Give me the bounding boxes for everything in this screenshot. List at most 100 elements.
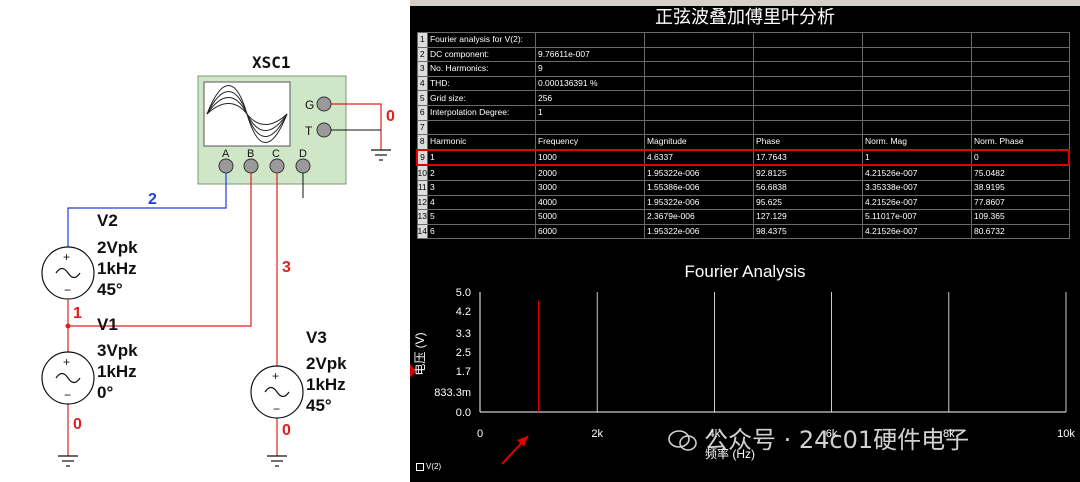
table-cell[interactable]: 4.6337 [643, 148, 754, 167]
table-cell[interactable]: 0.000136391 % [534, 75, 645, 92]
table-cell[interactable]: 127.129 [752, 209, 863, 225]
table-cell[interactable] [752, 75, 863, 92]
table-cell[interactable]: 4 [426, 194, 536, 211]
table-cell[interactable]: 77.8607 [970, 194, 1070, 211]
table-cell[interactable] [970, 119, 1070, 136]
source-v2[interactable]: + − [41, 246, 95, 300]
table-cell[interactable]: 9 [534, 61, 645, 77]
table-cell[interactable]: 5 [426, 209, 536, 225]
table-cell[interactable] [752, 46, 863, 63]
table-cell[interactable] [752, 90, 863, 106]
table-cell[interactable] [861, 46, 972, 63]
table-cell[interactable]: 5000 [534, 209, 645, 225]
table-cell[interactable]: 92.8125 [752, 164, 863, 181]
table-cell[interactable] [752, 119, 863, 136]
cursor-marker-icon[interactable] [410, 364, 416, 378]
table-cell[interactable]: 4.21526e-007 [861, 194, 972, 211]
table-cell[interactable]: 1 [534, 104, 645, 121]
row-number[interactable]: 8 [416, 134, 428, 151]
table-cell[interactable] [643, 119, 754, 136]
row-number[interactable]: 5 [416, 90, 428, 106]
table-cell[interactable] [752, 32, 863, 48]
terminal-a[interactable] [218, 158, 234, 174]
terminal-b[interactable] [243, 158, 259, 174]
table-cell[interactable]: 2000 [534, 164, 645, 181]
table-cell[interactable]: No. Harmonics: [426, 61, 536, 77]
table-cell[interactable] [861, 119, 972, 136]
terminal-g[interactable] [316, 96, 332, 112]
row-number[interactable]: 7 [416, 119, 428, 136]
table-cell[interactable] [752, 104, 863, 121]
table-cell[interactable]: 3000 [534, 179, 645, 196]
table-cell[interactable]: 0 [970, 148, 1071, 167]
table-cell[interactable]: 5.11017e-007 [861, 209, 972, 225]
table-cell[interactable]: 256 [534, 90, 645, 106]
table-cell[interactable]: 80.6732 [970, 223, 1070, 240]
table-cell[interactable]: Frequency [534, 134, 645, 151]
table-cell[interactable] [426, 119, 536, 136]
legend-checkbox[interactable] [416, 462, 424, 471]
table-cell[interactable] [970, 90, 1070, 106]
table-cell[interactable]: 4000 [534, 194, 645, 211]
row-number[interactable]: 1 [416, 32, 428, 48]
table-cell[interactable] [643, 32, 754, 48]
table-cell[interactable]: Fourier analysis for V(2): [426, 32, 536, 48]
table-cell[interactable]: 95.625 [752, 194, 863, 211]
table-cell[interactable]: THD: [426, 75, 536, 92]
wire-net-0-top[interactable] [331, 103, 382, 150]
table-cell[interactable]: 9.76611e-007 [534, 46, 645, 63]
table-cell[interactable] [534, 32, 645, 48]
table-cell[interactable] [970, 32, 1070, 48]
table-cell[interactable] [752, 61, 863, 77]
table-cell[interactable] [970, 61, 1070, 77]
terminal-c[interactable] [269, 158, 285, 174]
table-cell[interactable]: Magnitude [643, 134, 754, 151]
table-cell[interactable]: 1 [426, 148, 536, 167]
table-cell[interactable] [970, 75, 1070, 92]
table-cell[interactable]: 3 [426, 179, 536, 196]
table-cell[interactable] [861, 90, 972, 106]
table-cell[interactable] [861, 32, 972, 48]
table-cell[interactable] [861, 61, 972, 77]
row-number[interactable]: 13 [416, 209, 428, 225]
table-cell[interactable]: 2 [426, 164, 536, 181]
source-v1[interactable]: + − [41, 351, 95, 405]
row-number[interactable]: 4 [416, 75, 428, 92]
table-cell[interactable]: 1000 [534, 148, 645, 167]
table-cell[interactable]: 3.35338e-007 [861, 179, 972, 196]
table-cell[interactable] [643, 90, 754, 106]
table-row[interactable]: 7 [416, 119, 1070, 136]
table-cell[interactable]: 1.95322e-006 [643, 223, 754, 240]
wire-net-2[interactable] [67, 173, 227, 247]
table-cell[interactable] [643, 75, 754, 92]
table-cell[interactable]: 1.95322e-006 [643, 194, 754, 211]
row-number[interactable]: 6 [416, 104, 428, 121]
table-cell[interactable]: 38.9195 [970, 179, 1070, 196]
schematic-canvas[interactable]: XSC1 G T A B C D 0 2 3 1 0 0 [0, 0, 410, 482]
table-cell[interactable]: 6000 [534, 223, 645, 240]
table-cell[interactable]: 17.7643 [752, 148, 863, 167]
table-cell[interactable]: 6 [426, 223, 536, 240]
row-number[interactable]: 10 [416, 164, 428, 181]
table-cell[interactable]: 109.365 [970, 209, 1070, 225]
table-cell[interactable]: Harmonic [426, 134, 536, 151]
table-cell[interactable]: 56.6838 [752, 179, 863, 196]
table-cell[interactable]: 4.21526e-007 [861, 223, 972, 240]
terminal-d[interactable] [295, 158, 311, 174]
table-cell[interactable]: 2.3679e-006 [643, 209, 754, 225]
